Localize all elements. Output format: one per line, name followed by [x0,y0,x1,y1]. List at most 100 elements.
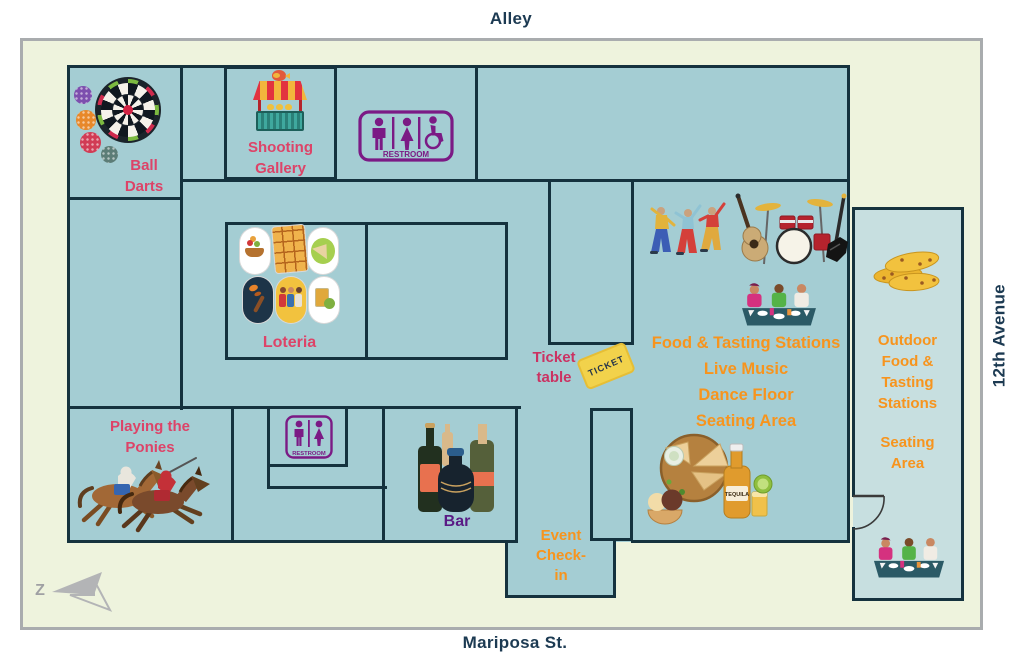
food-and-tequila-icon: TEQUILA [647,433,773,525]
label-line: Gallery [255,160,306,177]
horse-left [77,460,170,527]
awning [253,81,307,100]
label-line: Check- [535,547,587,564]
room-label-bar: Bar [443,513,471,530]
wall [345,406,348,467]
loteria-card [243,277,273,323]
loteria-board [272,224,308,274]
label-line: Ponies [125,439,175,456]
bird-icon [272,70,286,81]
label-line: Food & Tasting Stations [651,334,841,352]
ball-icon [74,86,92,104]
counter [256,111,304,131]
wall [852,207,964,210]
wall [267,406,270,489]
loteria-card [240,228,270,274]
pillar-wall [590,408,633,541]
dartboard-icon [95,77,161,143]
street-label-alley: Alley [489,9,533,28]
label-line: Dance Floor [698,386,794,404]
wall [631,540,850,543]
ball-icon [101,146,118,163]
wall [67,197,183,200]
label-line: table [536,369,572,386]
label-line: Seating [880,434,935,451]
post [258,100,261,116]
label-ticket-table: Ticket table [518,348,590,388]
restroom-text: RESTROOM [383,150,430,159]
restroom-small-sign-icon: RESTROOM [285,415,333,459]
label-line: Darts [124,178,164,195]
wall [548,179,551,345]
label-line: in [554,567,568,584]
wall [505,540,508,598]
restroom-sign-icon: RESTROOM [358,110,454,162]
loteria-cards-icon [238,224,342,326]
wall [67,406,521,409]
wall [515,406,518,543]
ball-icon [76,110,96,130]
loteria-card [309,277,339,323]
label-line: Playing the [109,418,191,435]
wall [505,595,616,598]
tequila-label: TEQUILA [725,492,749,498]
duck-icon [276,104,283,110]
street-label-12th-avenue: 12th Avenue [989,284,1009,388]
wall [852,527,855,601]
wall [267,464,348,467]
label-line: Food & [881,353,934,370]
band-instruments-icon [735,193,848,265]
room-label-playing-the-ponies: Playing the Ponies [85,416,215,458]
label-main-hall: Food & Tasting Stations Live Music Dance… [635,330,857,434]
post [299,100,302,116]
room-label-shooting-gallery: Shooting Gallery [224,137,337,179]
restroom-text: RESTROOM [292,451,326,457]
shooting-gallery-booth-icon [250,70,310,132]
loteria-card [276,277,306,323]
wall [267,486,387,489]
wall [631,179,634,345]
duck-icon [285,104,292,110]
racing-horses-icon [77,457,210,533]
event-check-in-floor [506,541,614,597]
loteria-card [308,228,338,274]
wall [548,342,634,345]
wall [961,207,964,601]
label-line: Area [890,455,925,472]
wall [382,406,385,543]
ball-icon [80,132,101,153]
label-line: Event [540,527,582,544]
wall [67,540,518,543]
dancers-icon [650,202,726,255]
room-label-loteria: Loteria [262,334,317,351]
dining-table-icon [873,537,945,578]
compass-label: Z [35,582,45,599]
wall [67,65,70,543]
label-line: Ball [130,157,158,174]
room-label-ball-darts: Ball Darts [94,155,194,197]
wall [180,65,183,410]
label-line: Tasting [881,374,934,391]
wall [180,179,850,182]
north-arrow-icon [52,572,113,612]
quesadilla-stack-icon [873,251,940,292]
label-line: Live Music [703,360,789,378]
wall [475,65,478,182]
bar-bottles-icon [418,423,494,512]
label-line: Seating Area [695,412,797,430]
wall [67,65,850,68]
door-swing-icon [852,494,885,530]
wall [365,222,368,360]
label-line: Outdoor [877,332,938,349]
wall [231,406,234,543]
wall [847,65,850,543]
label-line: Stations [877,395,938,412]
label-line: Ticket [532,349,576,366]
label-outdoor-stations: Outdoor Food & Tasting Stations [856,330,959,414]
street-label-mariposa: Mariposa St. [462,633,568,652]
ticket-text: TICKET [586,353,626,379]
label-event-check-in: Event Check- in [511,526,611,586]
wall [852,207,855,497]
wall [852,598,964,601]
